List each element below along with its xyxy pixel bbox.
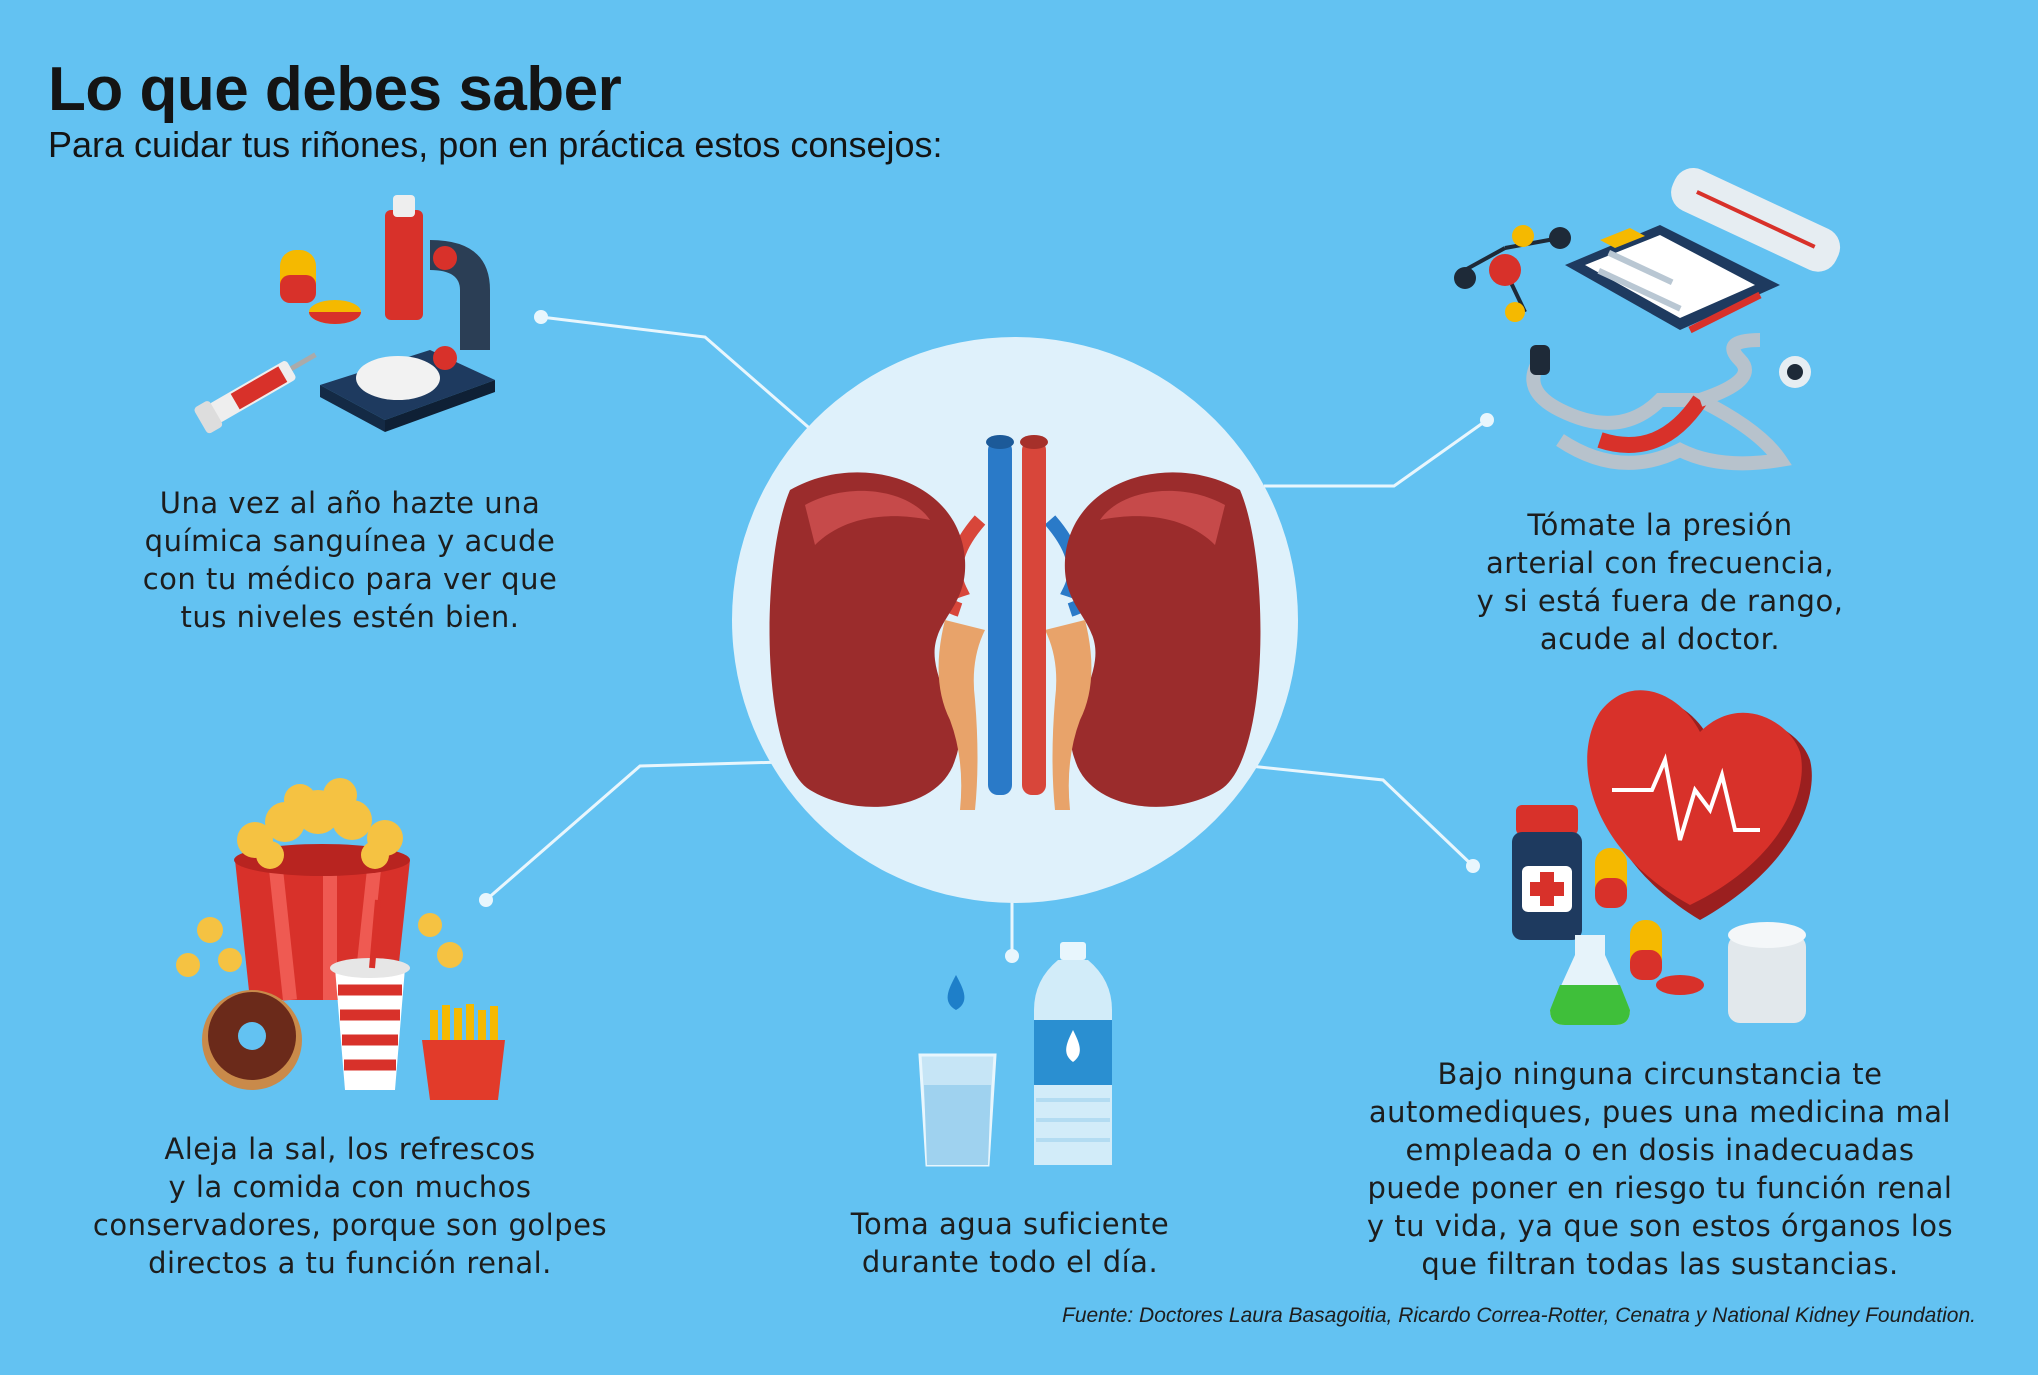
tip-line: Bajo ninguna circunstancia te bbox=[1437, 1057, 1883, 1091]
microscope-lab-icon bbox=[194, 195, 495, 434]
tip-no-self-medication: Bajo ninguna circunstancia te automediqu… bbox=[1340, 1055, 1980, 1283]
tip-line: conservadores, porque son golpes bbox=[92, 1208, 608, 1242]
tip-line: y si está fuera de rango, bbox=[1476, 584, 1844, 618]
tip-line: Aleja la sal, los refrescos bbox=[164, 1132, 536, 1166]
connector-line-3 bbox=[485, 760, 783, 902]
tip-avoid-salt: Aleja la sal, los refrescos y la comida … bbox=[70, 1130, 630, 1282]
tip-line: con tu médico para ver que bbox=[142, 562, 558, 596]
tip-line: Una vez al año hazte una bbox=[159, 486, 541, 520]
page-title: Lo que debes saber bbox=[48, 55, 622, 124]
stethoscope-clipboard-icon bbox=[1454, 167, 1841, 471]
tip-blood-test: Una vez al año hazte una química sanguín… bbox=[120, 484, 580, 636]
connector-line-2 bbox=[1264, 418, 1488, 488]
tip-line: y tu vida, ya que son estos órganos los bbox=[1366, 1209, 1954, 1243]
tip-line: puede poner en riesgo tu función renal bbox=[1367, 1171, 1953, 1205]
tip-line: Toma agua suficiente bbox=[850, 1207, 1170, 1241]
tip-line: empleada o en dosis inadecuadas bbox=[1405, 1133, 1915, 1167]
tip-line: arterial con frecuencia, bbox=[1485, 546, 1835, 580]
connector-line-5 bbox=[1249, 764, 1475, 868]
tip-line: directos a tu función renal. bbox=[148, 1246, 552, 1280]
tip-line: tus niveles estén bien. bbox=[180, 600, 520, 634]
kidneys-icon bbox=[732, 337, 1298, 903]
tip-line: que filtran todas las sustancias. bbox=[1421, 1247, 1899, 1281]
tip-line: acude al doctor. bbox=[1539, 622, 1781, 656]
connector-dots bbox=[479, 310, 1494, 963]
water-bottle-glass-icon bbox=[918, 942, 1112, 1167]
junk-food-icon bbox=[176, 778, 505, 1100]
connector-line-1 bbox=[540, 315, 816, 435]
heart-medicine-icon bbox=[1512, 690, 1812, 1025]
tip-line: automediques, pues una medicina mal bbox=[1368, 1095, 1952, 1129]
tip-line: durante todo el día. bbox=[861, 1245, 1159, 1279]
tip-line: y la comida con muchos bbox=[168, 1170, 532, 1204]
page-subtitle: Para cuidar tus riñones, pon en práctica… bbox=[48, 124, 943, 165]
tip-line: química sanguínea y acude bbox=[144, 524, 556, 558]
connector-lines bbox=[485, 315, 1488, 956]
source-credit: Fuente: Doctores Laura Basagoitia, Ricar… bbox=[1062, 1304, 1976, 1327]
tip-blood-pressure: Tómate la presión arterial con frecuenci… bbox=[1430, 506, 1890, 658]
tip-line: Tómate la presión bbox=[1527, 508, 1793, 542]
tip-drink-water: Toma agua suficiente durante todo el día… bbox=[810, 1205, 1210, 1281]
